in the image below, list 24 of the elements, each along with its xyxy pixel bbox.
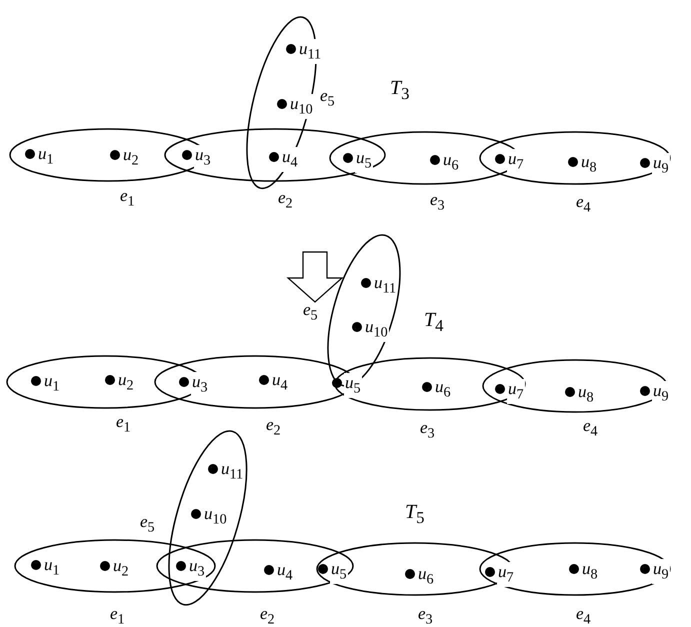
- hyperedge-name: e$_{2}$: [260, 604, 275, 627]
- hyperedge-name: e$_{2}$: [266, 415, 281, 440]
- hyperedge-name: e$_{4}$: [576, 604, 591, 627]
- vertex-label: u$_{7}$: [497, 562, 515, 588]
- hyperedge-name: e$_{3}$: [430, 190, 445, 216]
- hyperedge-name: e$_{3}$: [420, 418, 435, 444]
- vertex-label: u$_{9}$: [652, 559, 670, 584]
- vertex-label: u$_{4}$: [281, 147, 299, 172]
- hyperedge-name: e$_{5}$: [303, 300, 318, 326]
- hyperedge-name: e$_{5}$: [140, 512, 155, 538]
- hyperedge-name: e$_{3}$: [418, 604, 433, 627]
- hyperedge-name: e$_{2}$: [278, 188, 293, 214]
- vertex-label: u$_{10}$: [288, 94, 314, 120]
- hyperedge-name: e$_{1}$: [116, 412, 131, 438]
- hyperedge-name: e$_{1}$: [120, 186, 135, 212]
- hyperedge-name: e$_{1}$: [110, 604, 125, 627]
- vertex-label: u$_{11}$: [298, 38, 322, 64]
- graph-title: T$_{4}$: [424, 308, 444, 337]
- hyperedge-name: e$_{4}$: [583, 416, 598, 442]
- hyperedge-name: e$_{4}$: [576, 192, 591, 218]
- hyperedge-name: e$_{5}$: [320, 86, 335, 112]
- graph-title: T$_{5}$: [405, 500, 424, 529]
- graph-title: T$_{3}$: [390, 76, 410, 105]
- vertex-label: u$_{7}$: [507, 379, 525, 404]
